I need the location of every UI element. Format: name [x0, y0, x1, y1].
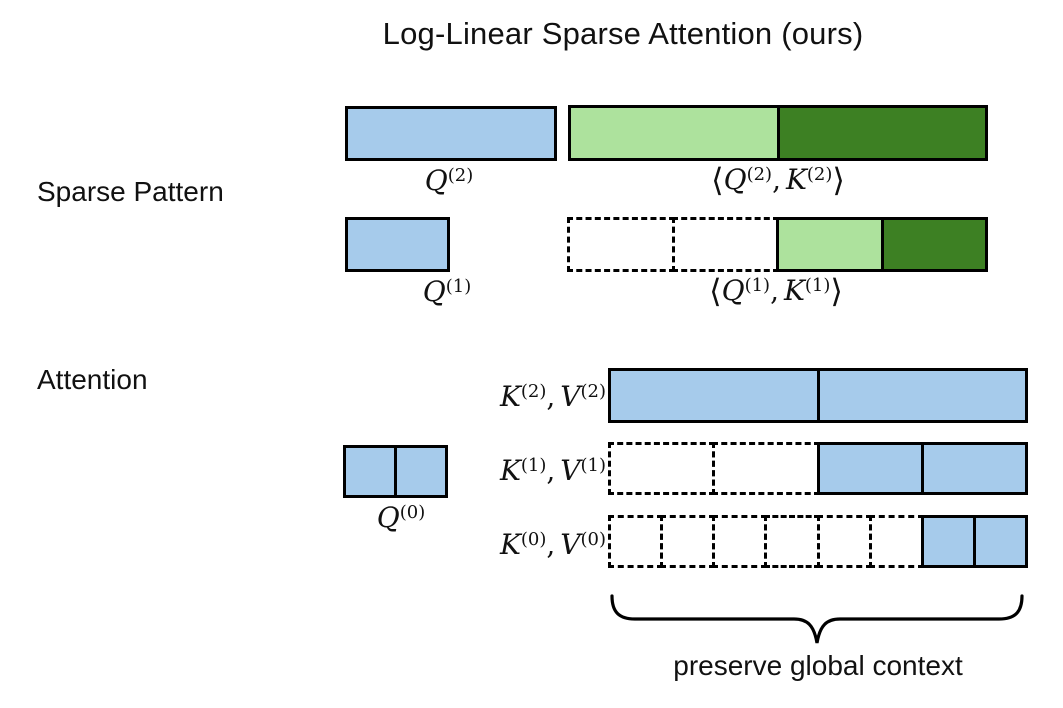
qk1-open-angle: ⟨ — [709, 272, 722, 310]
kv0-v-sup: (0) — [580, 529, 607, 550]
skipped-block — [608, 515, 664, 568]
q1-sup: (1) — [445, 276, 472, 297]
brace-annotation: preserve global context — [673, 650, 963, 681]
skipped-block — [868, 515, 924, 568]
score-block-dark-green — [880, 217, 988, 272]
q1-label: Q(1) — [423, 278, 471, 306]
qk2-close-angle: ⟩ — [832, 161, 845, 199]
q2-sup: (2) — [447, 165, 474, 186]
qk2-q: Q — [723, 163, 747, 196]
q2-label: Q(2) — [425, 167, 473, 195]
kv0-comma: , — [546, 528, 556, 561]
qk2-k: K — [785, 163, 807, 196]
kv2-v-sup: (2) — [580, 381, 607, 402]
qk1-close-angle: ⟩ — [830, 272, 843, 310]
attention-section-label: Attention — [37, 364, 148, 395]
score-block-dark-green — [776, 105, 988, 161]
kv0-label: K(0),V(0) — [500, 531, 606, 559]
kv-block — [608, 368, 820, 423]
qk1-k: K — [783, 274, 805, 307]
kv0-v: V — [560, 528, 581, 561]
q1-base: Q — [422, 275, 446, 308]
qk1-q: Q — [721, 274, 745, 307]
query-block-level2 — [345, 106, 557, 161]
skipped-block — [567, 217, 675, 272]
skipped-block — [712, 515, 768, 568]
qk2-label: ⟨Q(2),K(2)⟩ — [711, 164, 845, 196]
kv1-v-sup: (1) — [580, 455, 607, 476]
kv-block — [816, 368, 1028, 423]
q0-sup: (0) — [399, 502, 426, 523]
kv2-k: K — [499, 380, 521, 413]
qk1-comma: , — [770, 274, 779, 307]
kv0-k-sup: (0) — [520, 529, 547, 550]
kv1-v: V — [560, 454, 581, 487]
kv1-comma: , — [546, 454, 556, 487]
query-bar-level0 — [343, 445, 448, 498]
query-bar-level1 — [345, 217, 450, 272]
figure-title: Log-Linear Sparse Attention (ours) — [382, 16, 864, 51]
skipped-block — [671, 217, 779, 272]
query-bar-level2 — [345, 106, 557, 161]
kv2-v: V — [560, 380, 581, 413]
kv-bar-level1 — [608, 442, 1028, 495]
kv-block — [920, 442, 1028, 495]
query-block-level0 — [394, 445, 448, 498]
qk2-k-sup: (2) — [806, 164, 833, 185]
kv-bar-level2 — [608, 368, 1028, 423]
pattern-bar-level1 — [567, 217, 988, 272]
skipped-block — [660, 515, 716, 568]
kv0-k: K — [499, 528, 521, 561]
kv1-k-sup: (1) — [520, 455, 547, 476]
score-block-light-green — [776, 217, 884, 272]
kv1-label: K(1),V(1) — [500, 457, 606, 485]
qk2-open-angle: ⟨ — [711, 161, 724, 199]
kv-block — [816, 442, 924, 495]
kv2-k-sup: (2) — [520, 381, 547, 402]
qk1-q-sup: (1) — [744, 275, 771, 296]
skipped-block — [816, 515, 872, 568]
kv1-k: K — [499, 454, 521, 487]
score-block-light-green — [568, 105, 780, 161]
query-block-level1 — [345, 217, 450, 272]
kv-block — [972, 515, 1028, 568]
sparse-pattern-section-label: Sparse Pattern — [37, 176, 224, 207]
skipped-block — [764, 515, 820, 568]
pattern-bar-level2 — [568, 105, 988, 161]
qk1-label: ⟨Q(1),K(1)⟩ — [709, 275, 843, 307]
skipped-block — [712, 442, 820, 495]
q0-label: Q(0) — [377, 504, 425, 532]
underbrace — [610, 594, 1024, 644]
q0-base: Q — [376, 501, 400, 534]
kv2-label: K(2),V(2) — [500, 383, 606, 411]
q2-base: Q — [424, 164, 448, 197]
kv2-comma: , — [546, 380, 556, 413]
kv-bar-level0 — [608, 515, 1028, 568]
qk2-comma: , — [772, 163, 781, 196]
qk2-q-sup: (2) — [746, 164, 773, 185]
query-block-level0 — [343, 445, 397, 498]
skipped-block — [608, 442, 716, 495]
kv-block — [920, 515, 976, 568]
qk1-k-sup: (1) — [804, 275, 831, 296]
